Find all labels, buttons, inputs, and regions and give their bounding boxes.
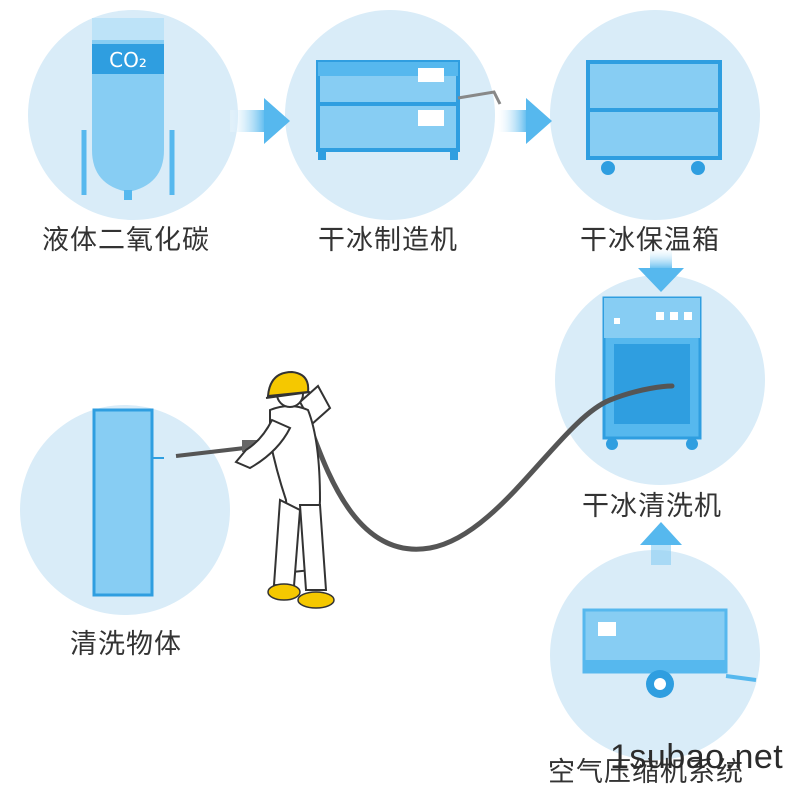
insulated-box-icon [586, 60, 722, 175]
air-compressor-icon [582, 608, 757, 698]
arrow-up-icon [640, 522, 682, 565]
worker-with-blaster-icon [175, 370, 335, 609]
co2-badge: CO₂ [109, 48, 147, 72]
label-compressor: 空气压缩机系统 [548, 757, 744, 788]
label-storage-box: 干冰保温箱 [580, 225, 720, 256]
watermark: 1subao.net [610, 738, 784, 776]
label-ice-maker: 干冰制造机 [318, 225, 458, 256]
arrow-right-icon [498, 98, 552, 144]
label-target: 清洗物体 [70, 629, 182, 660]
hose [309, 383, 675, 552]
label-blaster: 干冰清洗机 [582, 491, 722, 522]
arrow-right-icon [230, 98, 290, 144]
arrow-down-icon [638, 248, 684, 292]
blasting-machine-icon [602, 296, 702, 450]
label-liquid-co2: 液体二氧化碳 [42, 225, 210, 256]
cleaning-target-icon [92, 408, 164, 597]
co2-tank-icon [81, 18, 175, 200]
dry-ice-maker-icon [316, 60, 502, 160]
